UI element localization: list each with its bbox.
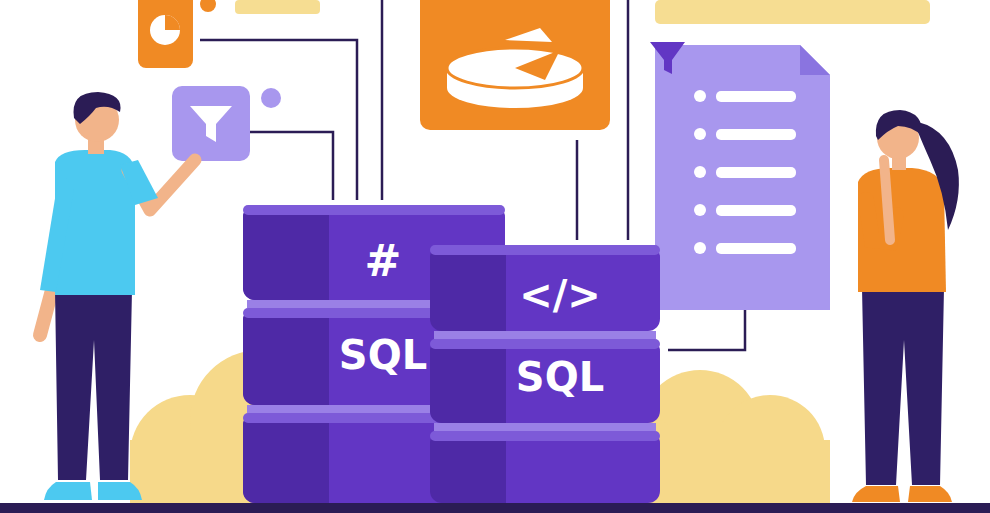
cylinder-side bbox=[494, 245, 506, 331]
cylinder-side bbox=[494, 339, 506, 423]
cylinder-segment bbox=[430, 339, 660, 423]
cylinder-side bbox=[317, 308, 329, 405]
cylinder-rim bbox=[430, 245, 660, 255]
cylinder-side bbox=[494, 431, 506, 503]
person-man bbox=[40, 92, 195, 500]
cylinder-rim bbox=[430, 339, 660, 349]
cylinder-side bbox=[317, 413, 329, 503]
cylinder-side bbox=[243, 205, 329, 300]
deco-bar bbox=[655, 0, 930, 24]
cylinder-rim bbox=[430, 431, 660, 441]
node-label: SQL bbox=[516, 357, 604, 397]
ground-line bbox=[0, 503, 990, 513]
node-icon-text: # bbox=[365, 239, 402, 283]
chart-panel bbox=[420, 0, 610, 130]
database-node: </> SQL bbox=[430, 245, 660, 503]
cylinder-side bbox=[317, 205, 329, 300]
filter-icon bbox=[172, 86, 281, 161]
cylinder-side bbox=[430, 339, 506, 423]
cylinder-side bbox=[430, 245, 506, 331]
deco-bar bbox=[235, 0, 320, 14]
pie-icon bbox=[138, 0, 216, 68]
cylinder-segment bbox=[430, 245, 660, 331]
cylinder-side bbox=[243, 413, 329, 503]
cylinder-side bbox=[430, 431, 506, 503]
node-label: SQL bbox=[339, 335, 427, 375]
list-document bbox=[650, 42, 830, 310]
cylinder-side bbox=[243, 308, 329, 405]
cylinder-segment bbox=[430, 431, 660, 503]
node-icon-text: </> bbox=[519, 275, 601, 315]
person-woman bbox=[852, 110, 959, 502]
cylinder-band bbox=[434, 423, 656, 431]
cylinder-band bbox=[434, 331, 656, 339]
cylinder-rim bbox=[243, 205, 505, 215]
